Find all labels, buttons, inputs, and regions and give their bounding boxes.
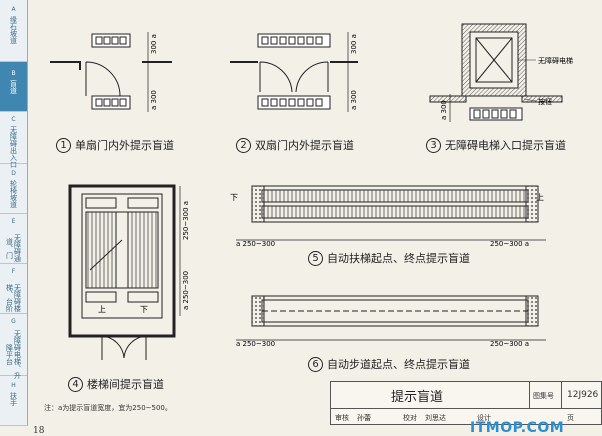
- dim-top-label: 300 a: [150, 34, 158, 54]
- review-label: 审核: [335, 414, 349, 422]
- figure-3-elevator: 无障碍电梯 按钮 a 300: [429, 23, 573, 122]
- tb-row-divider: [331, 408, 601, 409]
- review-name: 孙蕾: [357, 414, 371, 422]
- check-label: 校对: [403, 414, 417, 422]
- dim-right-label: 250~300 a: [490, 240, 529, 248]
- button-label: 按钮: [538, 97, 552, 106]
- sidebar-item-entrance[interactable]: C 无障碍出入口: [0, 112, 27, 168]
- tb-divider: [529, 382, 530, 408]
- dim-left-label: a 250~300: [236, 240, 275, 248]
- check-name: 刘思达: [425, 414, 446, 422]
- sidebar-item-wheelchair-ramp[interactable]: D 轮椅坡道: [0, 164, 27, 214]
- figure-1-single-door: 300 a a 300: [50, 32, 172, 112]
- page-number: 18: [33, 426, 45, 436]
- dim-label: a 300: [440, 100, 448, 120]
- atlas-code: 12J926: [567, 390, 599, 400]
- figure-6-moving-walkway: a 250~300 250~300 a: [236, 295, 546, 348]
- stair-down-label: 下: [140, 305, 148, 314]
- caption-figure-1: 1 单扇门内外提示盲道: [56, 137, 174, 153]
- sidebar-item-elevator[interactable]: G 无障碍电梯、升降平台: [0, 314, 27, 379]
- tactile-pads-bottom: [91, 95, 131, 110]
- sidebar-item-curb-ramp[interactable]: A 缘石坡道: [0, 0, 27, 62]
- atlas-label: 图集号: [533, 392, 554, 400]
- tb-divider: [561, 382, 562, 408]
- title-block: 提示盲道 图集号 12J926 审核 孙蕾 校对 刘思达 设计 页: [330, 381, 602, 425]
- design-label: 设计: [477, 414, 491, 422]
- escalator-down-label: 下: [230, 193, 238, 202]
- dim-left-label: a 250~300: [236, 340, 275, 348]
- footnote: 注：a为提示盲道宽度，宜为250~500。: [44, 404, 172, 412]
- caption-figure-6: 6 自动步道起点、终点提示盲道: [308, 356, 470, 372]
- watermark: ITMOP.COM: [470, 420, 565, 436]
- sidebar-nav: A 缘石坡道 B 盲道 C 无障碍出入口 D 轮椅坡道 E 无障碍通道、门 F …: [0, 0, 28, 426]
- figure-5-escalator: 下 上 a 250~300 250~300 a: [230, 185, 546, 248]
- drawing-sheet: 300 a a 300 300 a a 300: [50, 23, 573, 360]
- dim-bottom-label: a 300: [350, 90, 358, 110]
- sheet-title: 提示盲道: [391, 390, 444, 405]
- sidebar-item-passage-door[interactable]: E 无障碍通道、门: [0, 214, 27, 264]
- stair-up-label: 上: [98, 305, 106, 314]
- tactile-pads-top: [91, 33, 131, 48]
- escalator-up-label: 上: [536, 193, 544, 202]
- dim-bottom-label: a 250~300: [182, 271, 190, 310]
- dim-bottom-label: a 300: [150, 90, 158, 110]
- dim-right-label: 250~300 a: [490, 340, 529, 348]
- caption-figure-4: 4 楼梯间提示盲道: [68, 376, 164, 392]
- page-label: 页: [567, 414, 574, 422]
- sidebar-item-tactile-paving[interactable]: B 盲道: [0, 62, 27, 112]
- sidebar-item-stairs[interactable]: F 无障碍楼梯、台阶: [0, 264, 27, 314]
- caption-figure-5: 5 自动扶梯起点、终点提示盲道: [308, 250, 470, 266]
- caption-figure-3: 3 无障碍电梯入口提示盲道: [426, 137, 566, 153]
- figure-4-stairwell: 上 下 250~300 a a 250~300: [68, 184, 190, 360]
- sidebar-item-handrail[interactable]: H 扶手: [0, 376, 27, 426]
- figure-2-double-door: 300 a a 300: [230, 32, 358, 112]
- elevator-label: 无障碍电梯: [538, 56, 573, 65]
- caption-figure-2: 2 双扇门内外提示盲道: [236, 137, 354, 153]
- dim-top-label: 300 a: [350, 34, 358, 54]
- dim-top-label: 250~300 a: [182, 201, 190, 240]
